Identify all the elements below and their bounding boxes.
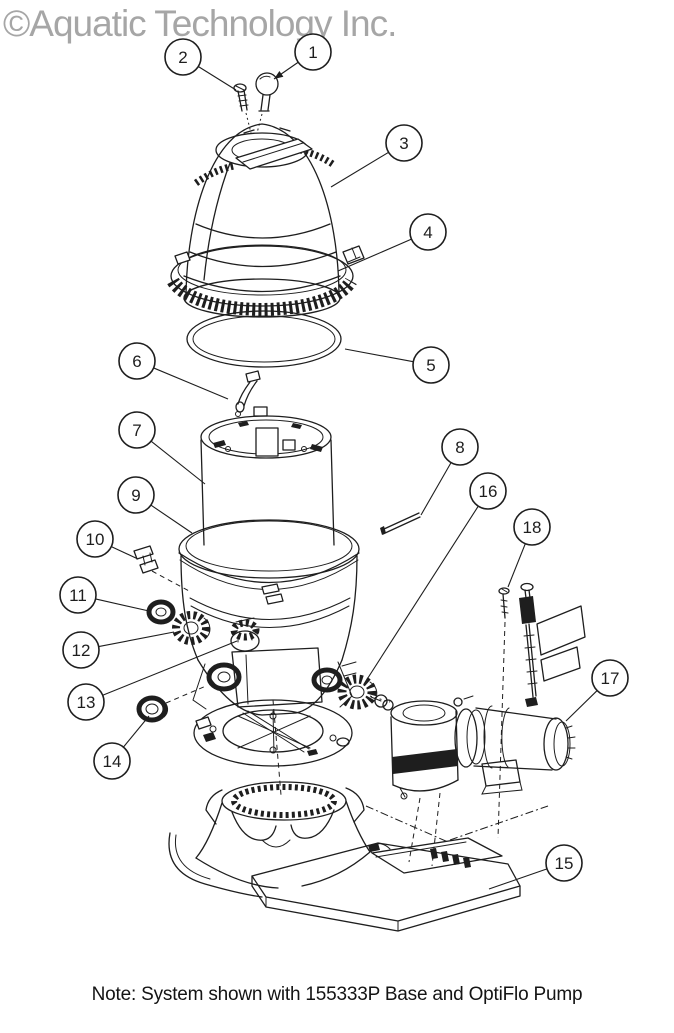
callout-circle-8 <box>441 428 479 466</box>
base-platform <box>251 837 521 932</box>
callout-number-6: 6 <box>132 352 141 371</box>
callout-7: 7 <box>118 411 206 485</box>
leader-line-8 <box>420 462 452 516</box>
callout-circle-4 <box>409 213 447 251</box>
grommet <box>146 599 176 625</box>
callout-circle-11 <box>59 576 97 614</box>
callout-circle-15 <box>545 844 583 882</box>
callout-15: 15 <box>488 844 583 890</box>
callout-4: 4 <box>337 213 447 272</box>
callout-number-2: 2 <box>178 48 187 67</box>
leader-line-6 <box>153 367 229 400</box>
tank-oring <box>186 310 342 368</box>
callout-number-9: 9 <box>131 486 140 505</box>
callout-circle-14 <box>93 742 131 780</box>
leader-line-13 <box>102 640 238 696</box>
callout-number-18: 18 <box>523 518 542 537</box>
callout-number-11: 11 <box>69 586 87 605</box>
base-plate <box>193 699 353 796</box>
callout-2: 2 <box>164 38 237 91</box>
callout-14: 14 <box>93 715 150 780</box>
leader-line-14 <box>123 715 150 748</box>
callout-8: 8 <box>420 428 479 516</box>
callout-circle-5 <box>412 346 450 384</box>
callout-number-5: 5 <box>426 356 435 375</box>
drain-valve <box>230 617 260 652</box>
leader-line-15 <box>488 868 548 890</box>
leader-line-3 <box>330 151 389 188</box>
leader-line-17 <box>565 690 598 722</box>
leader-line-9 <box>150 504 193 534</box>
callout-circle-13 <box>67 683 105 721</box>
callout-3: 3 <box>330 124 423 188</box>
callout-circle-10 <box>76 520 114 558</box>
callout-number-1: 1 <box>308 43 317 62</box>
union-coupling <box>337 674 391 710</box>
pump <box>370 695 576 800</box>
callout-circle-3 <box>385 124 423 162</box>
callout-1: 1 <box>273 33 332 80</box>
callout-6: 6 <box>118 342 229 400</box>
filter-lid <box>183 123 341 297</box>
filter-cartridge <box>200 406 335 546</box>
drain-plug <box>136 685 207 723</box>
callout-circle-16 <box>469 472 507 510</box>
clip-fitting <box>133 545 190 592</box>
callout-number-7: 7 <box>132 421 141 440</box>
callout-9: 9 <box>117 476 193 534</box>
callout-number-17: 17 <box>601 669 620 688</box>
filter-tank <box>178 519 360 716</box>
callout-circle-6 <box>118 342 156 380</box>
callout-circle-12 <box>62 631 100 669</box>
callout-17: 17 <box>565 659 629 722</box>
bulkhead-nut <box>172 611 211 645</box>
callout-circle-9 <box>117 476 155 514</box>
callout-circle-2 <box>164 38 202 76</box>
note-text: Note: System shown with 155333P Base and… <box>91 984 583 1005</box>
clamp-ring <box>167 244 365 318</box>
construction-lines <box>365 792 549 867</box>
callout-number-8: 8 <box>455 438 464 457</box>
lid-screw <box>233 83 252 134</box>
callout-number-12: 12 <box>72 641 91 660</box>
leader-line-12 <box>98 631 175 648</box>
callout-16: 16 <box>363 472 507 685</box>
callout-number-15: 15 <box>555 854 574 873</box>
callout-number-4: 4 <box>423 223 432 242</box>
callout-circle-17 <box>591 659 629 697</box>
air-bleeder-tube <box>235 370 261 417</box>
callout-13: 13 <box>67 640 238 721</box>
callout-number-10: 10 <box>86 530 105 549</box>
leader-line-10 <box>111 546 139 560</box>
rod <box>380 512 421 535</box>
callout-number-13: 13 <box>77 693 96 712</box>
callout-12: 12 <box>62 631 175 669</box>
leader-line-18 <box>507 543 526 588</box>
air-relief-valve <box>255 72 279 134</box>
mounting-screws <box>497 582 586 839</box>
leader-line-5 <box>344 348 414 363</box>
callout-number-3: 3 <box>399 134 408 153</box>
leader-line-4 <box>337 238 412 272</box>
callout-circle-1 <box>294 33 332 71</box>
leader-arrowhead-1 <box>274 70 284 79</box>
callout-5: 5 <box>344 346 450 384</box>
watermark-text: ©Aquatic Technology Inc. <box>3 3 397 44</box>
leader-line-16 <box>363 505 479 685</box>
leader-line-11 <box>95 598 150 612</box>
callout-18: 18 <box>507 508 551 588</box>
pedestal-base <box>168 781 371 898</box>
callout-number-16: 16 <box>479 482 498 501</box>
callout-number-14: 14 <box>103 752 122 771</box>
callout-10: 10 <box>76 520 139 560</box>
callout-circle-7 <box>118 411 156 449</box>
leader-line-7 <box>150 440 206 485</box>
callout-11: 11 <box>59 576 150 614</box>
leader-line-2 <box>197 66 237 91</box>
callout-circle-18 <box>513 508 551 546</box>
